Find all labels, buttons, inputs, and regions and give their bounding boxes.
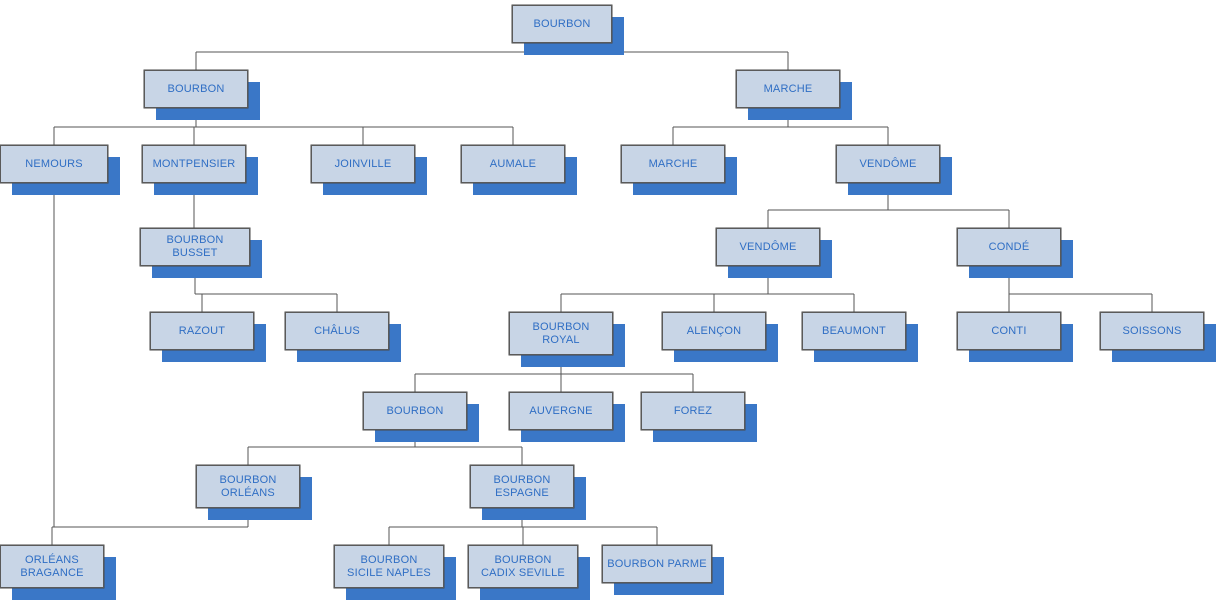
node-label: BEAUMONT [822, 324, 886, 337]
node-box[interactable]: BOURBON [363, 392, 467, 430]
tree-node[interactable]: FOREZ [641, 392, 757, 442]
node-box[interactable]: VENDÔME [836, 145, 940, 183]
tree-node[interactable]: AUMALE [461, 145, 577, 195]
node-label: NEMOURS [25, 157, 83, 170]
node-label: BOURBON PARME [607, 557, 707, 570]
node-label: BOURBON [167, 82, 225, 95]
tree-node[interactable]: CONDÉ [957, 228, 1073, 278]
tree-node[interactable]: CHÂLUS [285, 312, 401, 362]
node-label: MARCHE [763, 82, 813, 95]
tree-node[interactable]: VENDÔME [716, 228, 832, 278]
node-label: BOURBON [533, 17, 591, 30]
node-box[interactable]: BOURBON ORLÉANS [196, 465, 300, 508]
node-box[interactable]: NEMOURS [0, 145, 108, 183]
node-box[interactable]: CHÂLUS [285, 312, 389, 350]
tree-node[interactable]: BOURBON ESPAGNE [470, 465, 586, 520]
node-box[interactable]: CONDÉ [957, 228, 1061, 266]
node-box[interactable]: AUVERGNE [509, 392, 613, 430]
tree-node[interactable]: BOURBON PARME [602, 545, 724, 595]
node-box[interactable]: BOURBON SICILE NAPLES [334, 545, 444, 588]
tree-node[interactable]: JOINVILLE [311, 145, 427, 195]
node-box[interactable]: MARCHE [621, 145, 725, 183]
node-label: BOURBON CADIX SEVILLE [481, 553, 565, 579]
tree-node[interactable]: BOURBON [144, 70, 260, 120]
node-box[interactable]: MONTPENSIER [142, 145, 246, 183]
node-label: MONTPENSIER [152, 157, 236, 170]
tree-node[interactable]: MARCHE [621, 145, 737, 195]
node-label: RAZOUT [178, 324, 226, 337]
node-label: BOURBON BUSSET [166, 234, 224, 259]
tree-node[interactable]: BOURBON [363, 392, 479, 442]
node-box[interactable]: ALENÇON [662, 312, 766, 350]
node-label: BOURBON ORLÉANS [219, 473, 277, 499]
tree-node[interactable]: BOURBON [512, 5, 624, 55]
node-label: ORLÉANS BRAGANCE [20, 553, 84, 579]
node-box[interactable]: FOREZ [641, 392, 745, 430]
node-label: MARCHE [648, 157, 698, 170]
node-label: BOURBON SICILE NAPLES [347, 553, 431, 579]
node-label: ALENÇON [686, 324, 742, 337]
tree-node[interactable]: BOURBON BUSSET [140, 228, 262, 278]
node-label: VENDÔME [739, 240, 797, 253]
node-label: FOREZ [673, 404, 713, 417]
tree-node[interactable]: BEAUMONT [802, 312, 918, 362]
tree-node[interactable]: MARCHE [736, 70, 852, 120]
node-label: AUMALE [489, 157, 537, 170]
node-label: JOINVILLE [334, 157, 392, 170]
node-label: SOISSONS [1122, 324, 1182, 337]
tree-node[interactable]: VENDÔME [836, 145, 952, 195]
node-box[interactable]: VENDÔME [716, 228, 820, 266]
node-label: BOURBON [386, 404, 444, 417]
node-box[interactable]: RAZOUT [150, 312, 254, 350]
tree-node[interactable]: BOURBON ORLÉANS [196, 465, 312, 520]
node-label: BOURBON ESPAGNE [493, 473, 551, 499]
node-box[interactable]: BOURBON BUSSET [140, 228, 250, 266]
node-box[interactable]: MARCHE [736, 70, 840, 108]
node-box[interactable]: AUMALE [461, 145, 565, 183]
tree-node[interactable]: SOISSONS [1100, 312, 1216, 362]
node-box[interactable]: JOINVILLE [311, 145, 415, 183]
tree-node[interactable]: ORLÉANS BRAGANCE [0, 545, 116, 600]
tree-node[interactable]: ALENÇON [662, 312, 778, 362]
node-box[interactable]: BOURBON ESPAGNE [470, 465, 574, 508]
node-label: VENDÔME [859, 157, 917, 170]
tree-node[interactable]: BOURBON CADIX SEVILLE [468, 545, 590, 600]
node-box[interactable]: BEAUMONT [802, 312, 906, 350]
tree-node[interactable]: RAZOUT [150, 312, 266, 362]
tree-node[interactable]: NEMOURS [0, 145, 120, 195]
node-box[interactable]: BOURBON [144, 70, 248, 108]
node-box[interactable]: ORLÉANS BRAGANCE [0, 545, 104, 588]
node-box[interactable]: BOURBON CADIX SEVILLE [468, 545, 578, 588]
node-label: BOURBON ROYAL [532, 320, 590, 346]
node-box[interactable]: BOURBON [512, 5, 612, 43]
tree-node[interactable]: BOURBON ROYAL [509, 312, 625, 367]
node-label: AUVERGNE [529, 404, 593, 417]
node-label: CHÂLUS [314, 324, 360, 337]
node-box[interactable]: BOURBON ROYAL [509, 312, 613, 355]
tree-node[interactable]: CONTI [957, 312, 1073, 362]
node-box[interactable]: SOISSONS [1100, 312, 1204, 350]
node-label: CONTI [991, 324, 1027, 337]
node-box[interactable]: BOURBON PARME [602, 545, 712, 583]
tree-node[interactable]: BOURBON SICILE NAPLES [334, 545, 456, 600]
node-box[interactable]: CONTI [957, 312, 1061, 350]
node-label: CONDÉ [988, 240, 1030, 253]
tree-node[interactable]: AUVERGNE [509, 392, 625, 442]
tree-node[interactable]: MONTPENSIER [142, 145, 258, 195]
